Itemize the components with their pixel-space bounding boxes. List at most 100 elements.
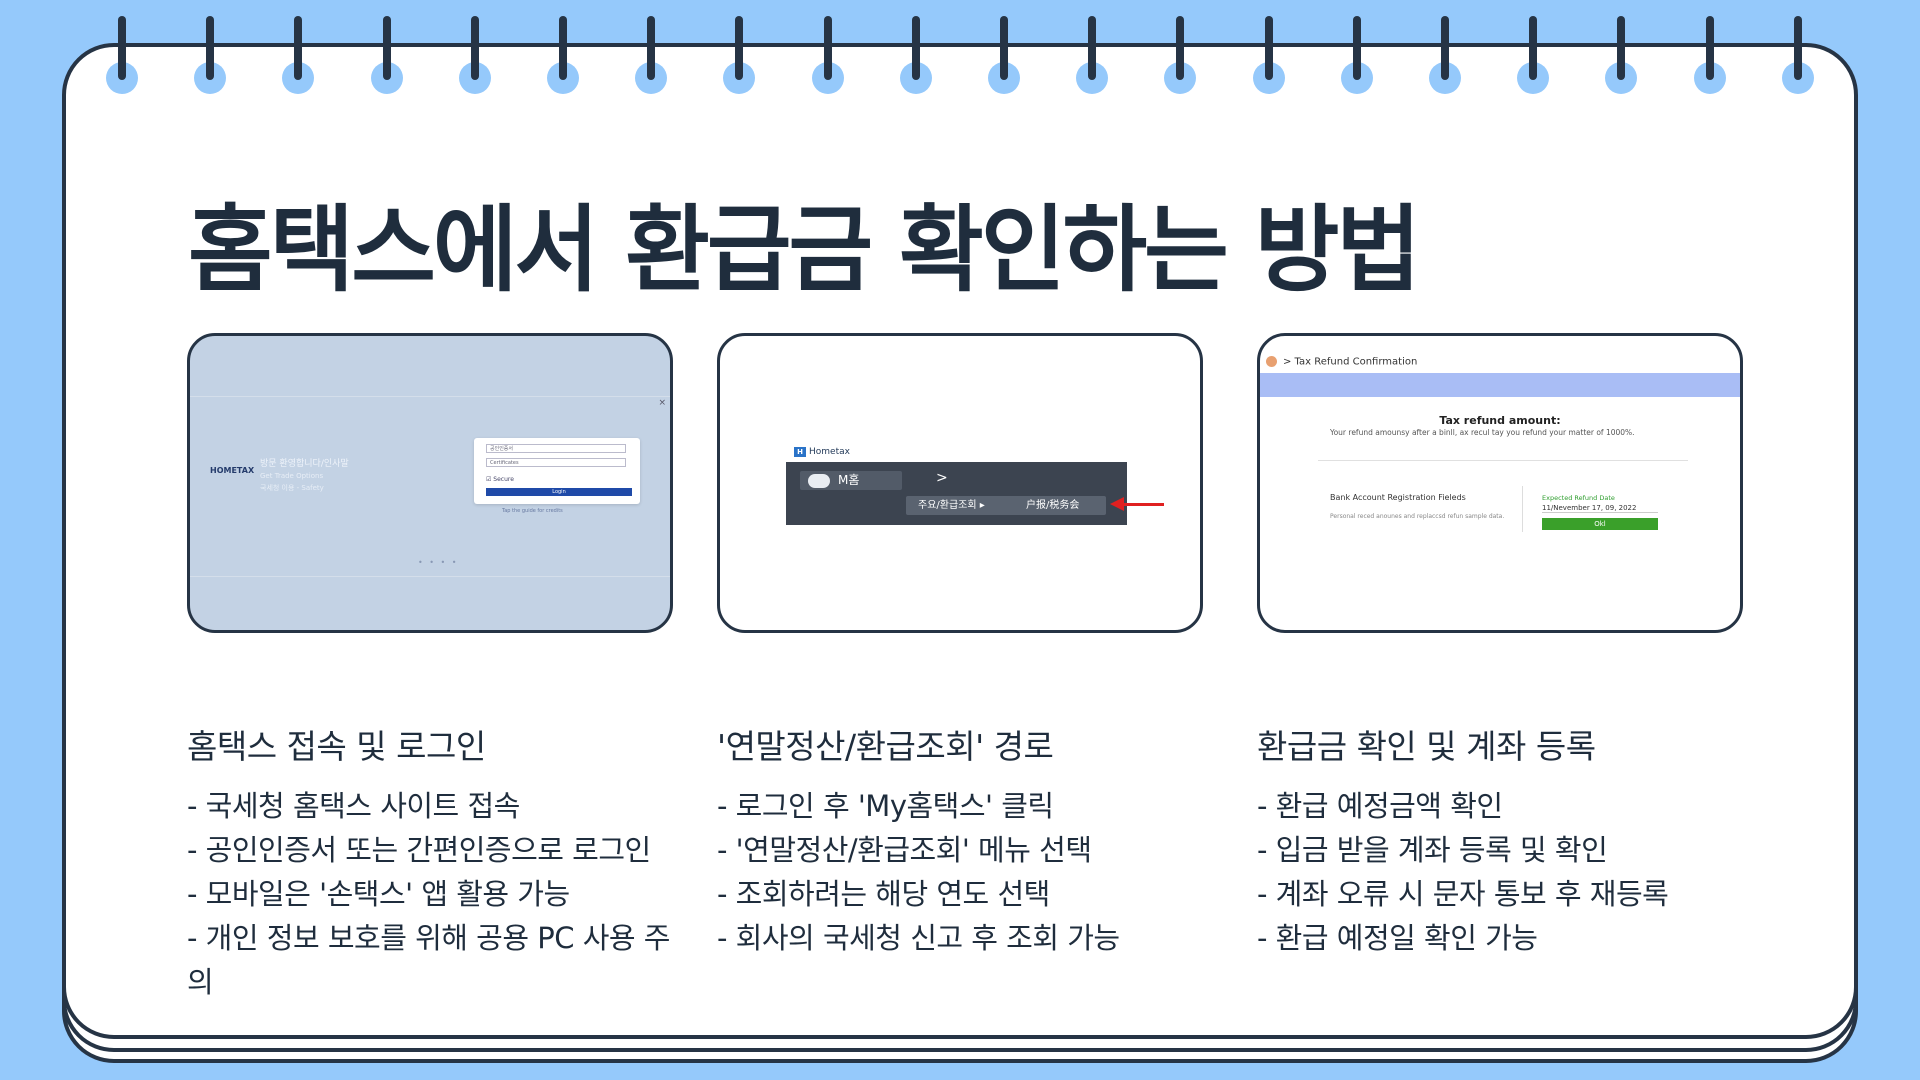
ring-wire — [1529, 16, 1538, 80]
column-heading: '연말정산/환급조회' 경로 — [717, 727, 1054, 766]
divider — [1522, 486, 1523, 532]
list-item: - 계좌 오류 시 문자 통보 후 재등록 — [1257, 877, 1669, 911]
submenu-item: 户报/税务会 — [1026, 500, 1080, 511]
spiral-ring — [719, 16, 759, 96]
login-hint: Tap the guide for credits — [502, 508, 563, 514]
welcome-text: 방문 환영합니다/인사말 Get Trade Options 국세청 이용 - … — [260, 458, 349, 494]
page-title: 홈택스에서 환급금 확인하는 방법 — [188, 195, 1421, 305]
ring-wire — [1705, 16, 1714, 80]
step-column-refund-account: 환급금 확인 및 계좌 등록 - 환급 예정금액 확인 - 입금 받을 계좌 등… — [1257, 720, 1747, 960]
spiral-ring — [984, 16, 1024, 96]
ok-button: Okl — [1542, 518, 1658, 530]
column-heading: 환급금 확인 및 계좌 등록 — [1257, 727, 1596, 766]
brand-name: Hometax — [809, 447, 850, 457]
spiral-ring — [1513, 16, 1553, 96]
divider — [1318, 460, 1688, 461]
spiral-ring — [455, 16, 495, 96]
list-item: - '연말정산/환급조회' 메뉴 선택 — [717, 833, 1092, 867]
breadcrumb-text: > Tax Refund Confirmation — [1283, 356, 1418, 368]
screenshot-refund-confirmation: > Tax Refund Confirmation Tax refund amo… — [1257, 333, 1743, 633]
spiral-ring — [190, 16, 230, 96]
my-hometax-menu: M홈 — [800, 471, 902, 490]
spiral-ring — [1249, 16, 1289, 96]
expected-date-value: 11/Nevember 17, 09, 2022 — [1542, 504, 1658, 513]
spiral-ring — [808, 16, 848, 96]
spiral-ring — [1778, 16, 1818, 96]
bank-account-sub: Personal reced anounes and replaccsd ref… — [1330, 513, 1505, 520]
spiral-ring — [1160, 16, 1200, 96]
spiral-ring — [896, 16, 936, 96]
spiral-ring — [631, 16, 671, 96]
header-band — [1260, 373, 1740, 397]
ring-wire — [470, 16, 479, 80]
list-item: - 환급 예정일 확인 가능 — [1257, 921, 1538, 955]
breadcrumb: > Tax Refund Confirmation — [1266, 356, 1417, 368]
spiral-ring — [1601, 16, 1641, 96]
ring-wire — [911, 16, 920, 80]
ring-wire — [559, 16, 567, 80]
spiral-ring — [1425, 16, 1465, 96]
list-item: - 회사의 국세청 신고 후 조회 가능 — [717, 921, 1120, 955]
list-item: - 모바일은 '손택스' 앱 활용 가능 — [187, 877, 570, 911]
id-field: 공인인증서 — [486, 444, 626, 453]
ring-wire — [382, 16, 391, 80]
column-heading: 홈택스 접속 및 로그인 — [187, 727, 486, 766]
chevron-right-icon: > — [936, 470, 948, 486]
list-item: - 공인인증서 또는 간편인증으로 로그인 — [187, 833, 651, 867]
list-item: - 환급 예정금액 확인 — [1257, 789, 1503, 823]
spiral-ring — [1337, 16, 1377, 96]
ring-wire — [735, 16, 744, 80]
list-item: - 조회하려는 해당 연도 선택 — [717, 877, 1050, 911]
ring-wire — [1793, 16, 1802, 80]
red-arrow-line — [1120, 503, 1164, 506]
secure-checkbox: ☑ Secure — [486, 476, 514, 483]
spiral-ring — [367, 16, 407, 96]
avatar-icon — [808, 473, 830, 488]
login-card: 공인인증서 Certificates ☑ Secure Login — [474, 438, 640, 504]
ring-wire — [294, 16, 303, 80]
list-item: - 국세청 홈택스 사이트 접속 — [187, 789, 520, 823]
step-list: - 국세청 홈택스 사이트 접속 - 공인인증서 또는 간편인증으로 로그인 -… — [187, 784, 677, 1004]
submenu-bar: 주요/환급조회 ▸ 户报/税务会 — [906, 496, 1106, 515]
spiral-ring — [102, 16, 142, 96]
divider — [190, 576, 670, 577]
spiral-ring — [1072, 16, 1112, 96]
my-menu-label: M홈 — [838, 473, 860, 487]
ring-wire — [1617, 16, 1626, 80]
welcome-heading: 방문 환영합니다/인사말 — [260, 459, 349, 469]
welcome-sub: Get Trade Options — [260, 472, 324, 480]
menu-bar: M홈 > 주요/환급조회 ▸ 户报/税务会 — [786, 462, 1127, 525]
ring-wire — [1176, 16, 1185, 80]
user-icon — [1266, 356, 1277, 367]
expected-date-label: Expected Refund Date — [1542, 494, 1615, 502]
ring-wire — [1000, 16, 1008, 80]
spiral-ring — [1690, 16, 1730, 96]
hometax-logo-icon: H — [794, 447, 806, 457]
hometax-logo: HOMETAX — [210, 466, 255, 475]
spiral-ring — [278, 16, 318, 96]
close-icon: × — [658, 398, 666, 408]
spiral-binding — [0, 0, 1920, 100]
list-item: - 로그인 후 'My홈택스' 클릭 — [717, 789, 1054, 823]
ring-wire — [118, 16, 126, 80]
welcome-sub: 국세청 이용 - Safety — [260, 484, 324, 492]
ring-wire — [647, 16, 656, 80]
certificate-field: Certificates — [486, 458, 626, 467]
submenu-item: 주요/환급조회 ▸ — [918, 500, 985, 511]
login-button: Login — [486, 488, 632, 496]
refund-description: Your refund amounsy after a binll, ax re… — [1330, 428, 1635, 437]
divider — [190, 396, 670, 397]
refund-heading: Tax refund amount: — [1439, 414, 1561, 427]
screenshot-hometax-login: × HOMETAX 방문 환영합니다/인사말 Get Trade Options… — [187, 333, 673, 633]
ring-wire — [1264, 16, 1273, 80]
list-item: - 입금 받을 계좌 등록 및 확인 — [1257, 833, 1608, 867]
ring-wire — [823, 16, 832, 80]
pager-dots: • • • • — [418, 558, 459, 567]
ring-wire — [1441, 16, 1449, 80]
step-list: - 로그인 후 'My홈택스' 클릭 - '연말정산/환급조회' 메뉴 선택 -… — [717, 784, 1207, 960]
ring-wire — [206, 16, 215, 80]
ring-wire — [1088, 16, 1097, 80]
step-list: - 환급 예정금액 확인 - 입금 받을 계좌 등록 및 확인 - 계좌 오류 … — [1257, 784, 1747, 960]
